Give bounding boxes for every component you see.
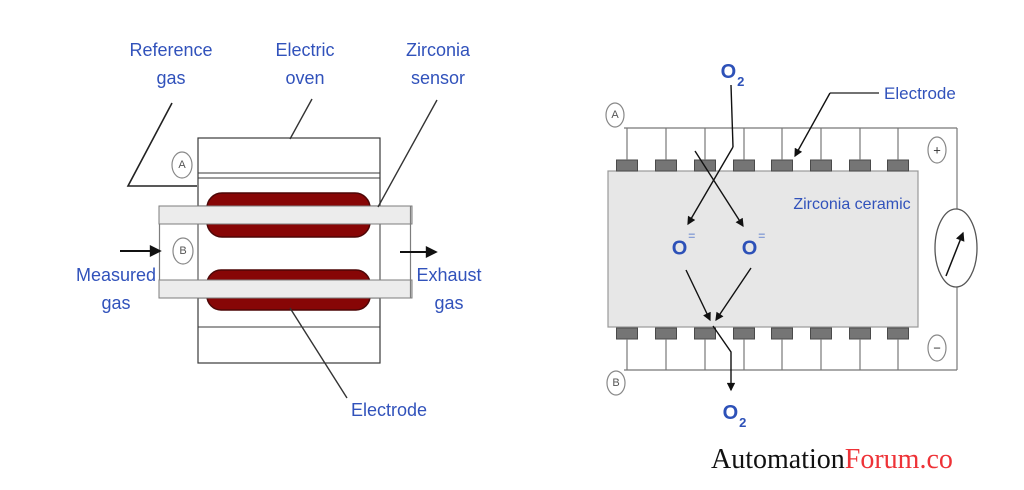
ion-arrow-right — [715, 267, 752, 322]
o2-split-arrow-right — [694, 150, 744, 228]
label-electric-oven: Electric oven — [275, 40, 335, 88]
meter-needle — [945, 231, 965, 277]
terminal-b-circle — [172, 237, 194, 265]
label-zirconia-ceramic: Zirconia ceramic — [793, 196, 911, 213]
o2-entry-line — [730, 84, 734, 148]
electric-oven-leader — [289, 98, 313, 140]
label-electrode-right: Electrode — [884, 84, 956, 103]
polarity-minus-circle — [927, 334, 947, 362]
oxygen-ion-label-1: O= — [671, 229, 696, 260]
o2-exit-arrow — [712, 325, 736, 392]
watermark-red-part: Forum.co — [844, 444, 953, 475]
label-electrode-left: Electrode — [350, 400, 428, 420]
terminal-a-circle-right — [605, 102, 625, 128]
label-reference-gas: Reference gas — [129, 40, 213, 88]
o2-bottom-label: O2 — [722, 402, 747, 430]
ceramic-cell-diagram — [605, 84, 978, 396]
o2-split-arrow-left — [687, 146, 734, 226]
ion-arrow-left — [685, 269, 711, 322]
watermark-brand: AutomationForum.co — [711, 444, 953, 476]
terminal-a-letter: A — [178, 159, 186, 171]
oxygen-ion-label-2: O= — [741, 229, 766, 260]
bottom-electrode-wires — [626, 339, 899, 370]
o2-top-label: O2 — [720, 61, 745, 89]
zirconia-sensor-leader — [377, 99, 438, 208]
zirconia-tube-bottom-wall — [158, 279, 413, 299]
polarity-plus-sign: + — [933, 142, 941, 158]
polarity-plus-circle — [927, 136, 947, 164]
terminal-a-circle — [171, 151, 193, 179]
polarity-minus-sign: − — [933, 340, 941, 356]
watermark-black-part: Automation — [711, 444, 845, 475]
top-electrode-wires — [626, 128, 899, 160]
reference-gas-leader — [126, 102, 197, 187]
top-electrodes — [616, 159, 909, 172]
terminal-b-circle-right — [606, 370, 626, 396]
sensor-cross-section — [120, 98, 438, 399]
meter-body — [934, 208, 978, 288]
label-zirconia-sensor: Zirconia sensor — [405, 40, 471, 88]
electrode-leader-arrow — [794, 92, 831, 158]
label-measured-gas: Measured gas — [75, 265, 157, 313]
electrode-leader-left — [289, 307, 348, 399]
terminal-a-letter-right: A — [611, 109, 619, 121]
zirconia-tube-top-wall — [158, 205, 413, 225]
label-exhaust-gas: Exhaust gas — [416, 265, 482, 313]
terminal-b-letter-right: B — [612, 377, 620, 389]
bottom-electrodes — [616, 327, 909, 340]
zirconia-ceramic-body — [607, 170, 919, 328]
terminal-b-letter: B — [179, 245, 187, 257]
